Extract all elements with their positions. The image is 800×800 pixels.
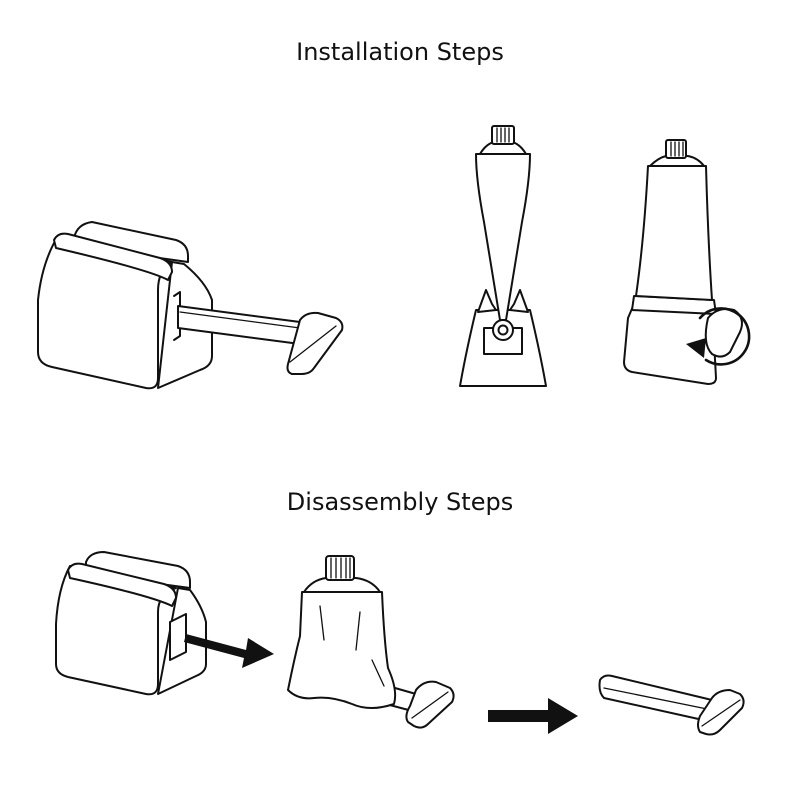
tube-rolling-icon bbox=[623, 139, 743, 385]
key-handle-icon bbox=[598, 674, 745, 736]
disassembly-steps-title: Disassembly Steps bbox=[286, 488, 514, 516]
squeezer-assembled-icon bbox=[37, 221, 344, 390]
right-arrow-icon bbox=[184, 634, 274, 668]
rotate-arrow-icon bbox=[686, 307, 751, 366]
squeezer-disassembly-icon bbox=[55, 551, 207, 696]
tube-squeezed-icon bbox=[287, 555, 455, 729]
installation-steps-title: Installation Steps bbox=[296, 38, 504, 66]
tube-inserting-icon bbox=[459, 125, 547, 387]
right-arrow-icon bbox=[488, 698, 578, 734]
